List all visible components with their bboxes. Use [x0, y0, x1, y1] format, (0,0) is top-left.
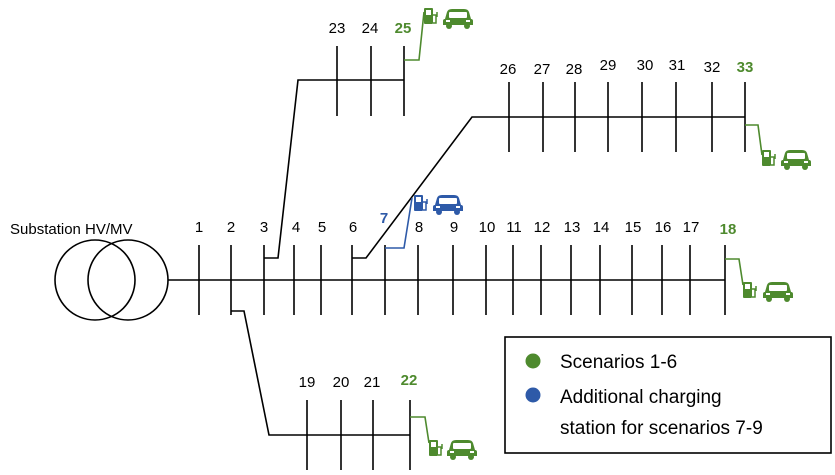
car-icon — [443, 9, 473, 29]
legend-box — [504, 336, 832, 454]
charging-station-bus-7 — [413, 194, 463, 215]
legend-item-scenarios: Scenarios 1-6 — [560, 352, 677, 373]
top-branch-bus-ticks — [336, 46, 405, 116]
bus-label-32: 32 — [704, 59, 721, 76]
bus-label-14: 14 — [593, 219, 610, 236]
bottom-branch-line — [231, 310, 410, 436]
bus-label-22: 22 — [401, 372, 418, 389]
charger-connector-bus-18 — [725, 258, 744, 286]
bus-label-17: 17 — [683, 219, 700, 236]
bus-label-30: 30 — [637, 57, 654, 74]
legend: Scenarios 1-6 Additional charging statio… — [504, 336, 832, 454]
bus-label-20: 20 — [333, 374, 350, 391]
bus-label-1: 1 — [195, 219, 203, 236]
bus-label-29: 29 — [600, 57, 617, 74]
charger-connector-bus-33 — [745, 124, 763, 156]
charger-icon — [761, 149, 776, 167]
bus-label-7: 7 — [380, 210, 388, 227]
charger-connector-bus-25 — [404, 11, 425, 61]
legend-marker-green — [525, 353, 541, 369]
transformer-winding-hv — [54, 239, 136, 321]
bus-label-33: 33 — [737, 59, 754, 76]
charger-icon — [742, 281, 757, 299]
bus-label-24: 24 — [362, 20, 379, 37]
bus-label-6: 6 — [349, 219, 357, 236]
charger-connector-bus-7 — [385, 197, 413, 249]
bus-label-2: 2 — [227, 219, 235, 236]
charger-connector-bus-22 — [410, 416, 430, 444]
bus-label-11: 11 — [506, 219, 522, 236]
charging-station-bus-22 — [428, 439, 477, 460]
bus-label-12: 12 — [534, 219, 551, 236]
upper-right-branch-bus-ticks — [508, 82, 746, 152]
bus-label-4: 4 — [292, 219, 300, 236]
bus-label-26: 26 — [500, 61, 517, 78]
bus-label-15: 15 — [625, 219, 642, 236]
charger-icon — [423, 7, 438, 25]
bus-label-19: 19 — [299, 374, 316, 391]
bus-label-5: 5 — [318, 219, 326, 236]
bus-label-10: 10 — [479, 219, 496, 236]
charger-icon — [413, 194, 428, 212]
main-feeder-bus-ticks — [198, 245, 726, 315]
bus-label-21: 21 — [364, 374, 381, 391]
legend-item-additional-line1: Additional charging — [560, 387, 722, 408]
top-branch-line — [264, 79, 404, 259]
car-icon — [447, 440, 477, 460]
charging-station-bus-33 — [761, 149, 811, 170]
legend-marker-blue — [525, 387, 541, 403]
bus-label-23: 23 — [329, 20, 346, 37]
bus-label-13: 13 — [564, 219, 581, 236]
main-feeder-bus-labels: 1 2 3 4 5 6 7 8 9 10 11 12 13 14 15 16 1… — [195, 210, 737, 238]
upper-right-branch-line — [352, 116, 745, 259]
charging-station-bus-18 — [742, 281, 793, 302]
bus-label-28: 28 — [566, 61, 583, 78]
legend-item-additional-line2: station for scenarios 7-9 — [560, 418, 763, 439]
charging-station-bus-25 — [423, 7, 473, 29]
bus-label-31: 31 — [669, 57, 686, 74]
bus-label-8: 8 — [415, 219, 423, 236]
bus-label-25: 25 — [395, 20, 412, 37]
car-icon — [433, 195, 463, 215]
car-icon — [781, 150, 811, 170]
bus-label-3: 3 — [260, 219, 268, 236]
car-icon — [763, 282, 793, 302]
bus-label-18: 18 — [720, 221, 737, 238]
bottom-branch-bus-ticks — [306, 400, 411, 470]
substation-label: Substation HV/MV — [10, 221, 133, 238]
charger-icon — [428, 439, 443, 457]
transformer-winding-mv — [87, 239, 169, 321]
bus-label-16: 16 — [655, 219, 672, 236]
bus-label-27: 27 — [534, 61, 551, 78]
bus-label-9: 9 — [450, 219, 458, 236]
